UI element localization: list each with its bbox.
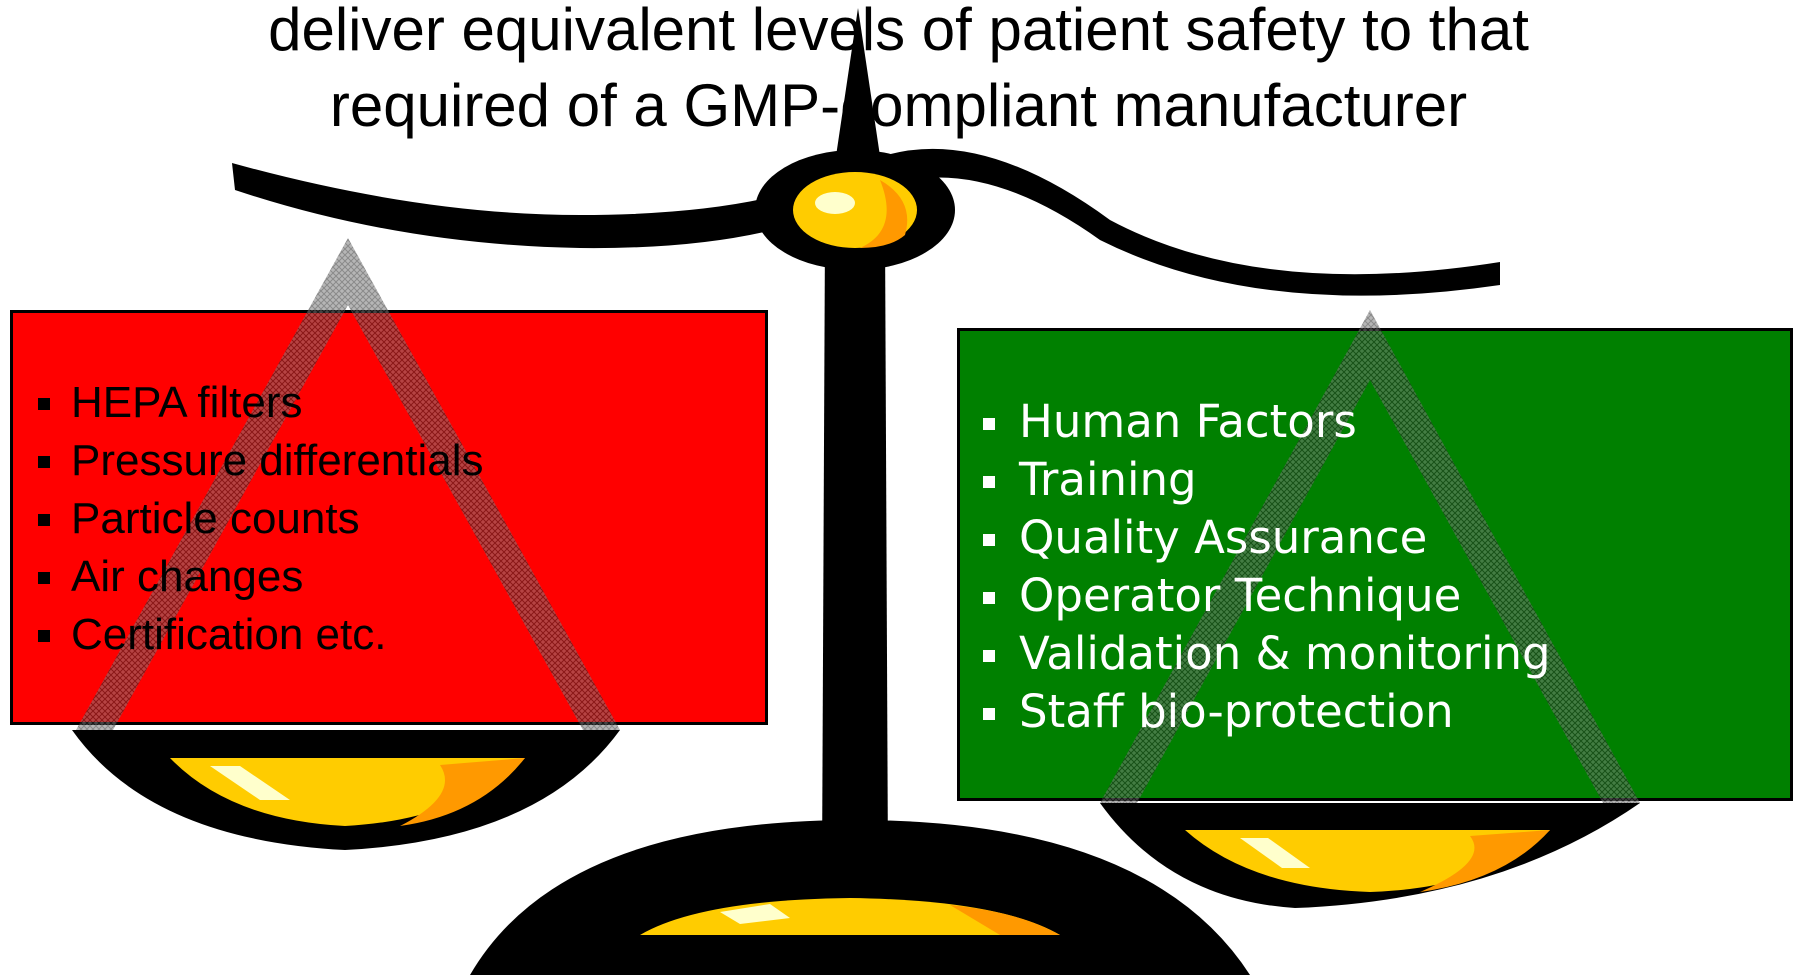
title-line-2: required of a GMP-compliant manufacturer [329,72,1468,139]
list-item: Training [983,451,1551,509]
bullet-square-icon [38,514,50,526]
list-item: Validation & monitoring [983,625,1551,683]
bullet-square-icon [38,572,50,584]
list-item: Staff bio-protection [983,683,1551,741]
bullet-square-icon [983,534,995,546]
bullet-square-icon [983,650,995,662]
list-item: Particle counts [38,490,484,548]
bullet-square-icon [983,708,995,720]
scale-beam [232,148,1500,296]
bullet-square-icon [38,630,50,642]
list-item: Human Factors [983,393,1551,451]
bullet-square-icon [38,456,50,468]
scale-base [470,820,1250,975]
right-bullet-list: Human Factors Training Quality Assurance… [983,393,1551,741]
list-item: Certification etc. [38,606,484,664]
bullet-square-icon [38,398,50,410]
title-line-1: deliver equivalent levels of patient saf… [268,0,1529,63]
list-item: HEPA filters [38,374,484,432]
list-item: Air changes [38,548,484,606]
list-item: Pressure differentials [38,432,484,490]
bullet-square-icon [983,418,995,430]
scale-post [822,230,888,870]
left-bullet-list: HEPA filters Pressure differentials Part… [38,374,484,664]
list-item: Quality Assurance [983,509,1551,567]
bullet-square-icon [983,476,995,488]
list-item: Operator Technique [983,567,1551,625]
bullet-square-icon [983,592,995,604]
